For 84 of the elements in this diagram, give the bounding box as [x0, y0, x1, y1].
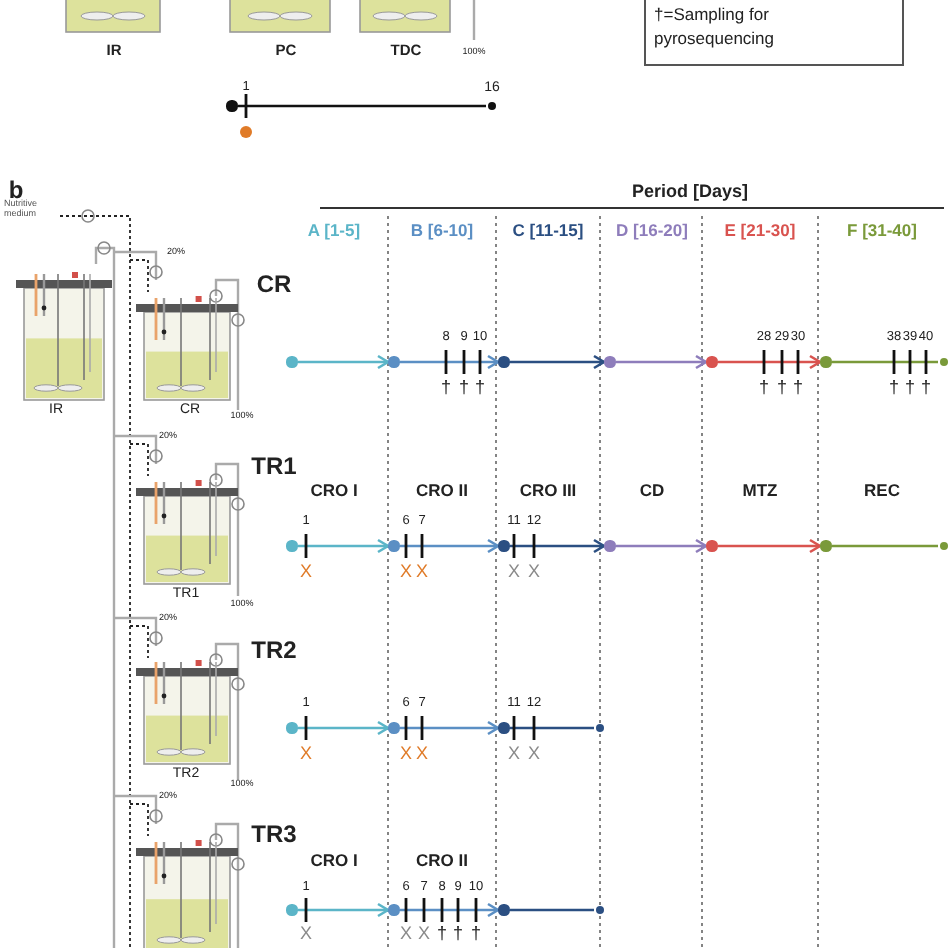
- timeline-dot: [940, 358, 948, 366]
- sampling-mark: X: [418, 925, 430, 943]
- timeline-dot: [498, 356, 510, 368]
- sampling-mark: †: [759, 379, 769, 397]
- timeline-dot: [286, 722, 298, 734]
- phase-label: CRO III: [519, 481, 577, 499]
- timeline-dot: [286, 540, 298, 552]
- timeline-dot: [498, 540, 510, 552]
- timeline-dot: [604, 540, 616, 552]
- period-heading: A [1-5]: [307, 221, 361, 239]
- timeline-arrow: [510, 354, 606, 370]
- sampling-mark: †: [793, 379, 803, 397]
- timeline-arrow: [298, 538, 390, 554]
- phase-label: CRO I: [310, 481, 358, 499]
- reactor-label: TR2: [251, 638, 297, 662]
- phase-label: CD: [639, 481, 665, 499]
- phase-label: CRO I: [310, 851, 358, 869]
- sampling-mark: X: [528, 745, 540, 763]
- timeline-dot: [596, 906, 604, 914]
- timeline-arrow: [400, 354, 500, 370]
- sampling-mark: X: [400, 745, 412, 763]
- phase-label: REC: [864, 481, 900, 499]
- period-heading: F [31-40]: [847, 221, 917, 239]
- sampling-mark: †: [453, 925, 463, 943]
- sampling-mark: †: [889, 379, 899, 397]
- timeline-dot: [596, 724, 604, 732]
- period-heading: E [21-30]: [724, 221, 796, 239]
- phase-label: CRO II: [416, 481, 468, 499]
- timeline-dot: [498, 722, 510, 734]
- timeline-arrow: [298, 902, 390, 918]
- timeline-dot: [388, 356, 400, 368]
- timeline-dot: [706, 540, 718, 552]
- timeline-dot: [226, 100, 238, 112]
- timeline-arrow: [400, 538, 500, 554]
- timeline-dot: [940, 542, 948, 550]
- timeline-dot: [820, 356, 832, 368]
- sampling-mark: X: [416, 745, 428, 763]
- period-heading: B [6-10]: [410, 221, 474, 239]
- timeline-arrow: [718, 538, 822, 554]
- timeline-dot: [488, 102, 496, 110]
- timeline-dot: [706, 356, 718, 368]
- reactor-label: TR3: [251, 822, 297, 846]
- timeline-dot: [286, 356, 298, 368]
- sampling-mark: †: [475, 379, 485, 397]
- legend-note: †=Sampling for pyrosequencing: [644, 0, 904, 66]
- timeline-dot: [820, 540, 832, 552]
- sampling-mark: †: [905, 379, 915, 397]
- sampling-mark: †: [921, 379, 931, 397]
- timeline-dot: [604, 356, 616, 368]
- phase-label: MTZ: [742, 481, 778, 499]
- sampling-mark: X: [528, 563, 540, 581]
- timeline-dot: [286, 904, 298, 916]
- sampling-mark: X: [300, 925, 312, 943]
- timeline-arrow: [510, 538, 606, 554]
- sampling-mark: X: [300, 563, 312, 581]
- sampling-mark: †: [437, 925, 447, 943]
- timeline-dot: [388, 540, 400, 552]
- period-heading: C [11-15]: [512, 221, 584, 239]
- axis-title: Period [Days]: [631, 183, 749, 201]
- sampling-mark: X: [400, 563, 412, 581]
- sampling-mark: X: [300, 745, 312, 763]
- sampling-mark: †: [441, 379, 451, 397]
- timeline-arrow: [400, 902, 500, 918]
- timeline-arrow: [616, 354, 708, 370]
- reactor-label: TR1: [251, 454, 297, 478]
- sampling-mark: †: [471, 925, 481, 943]
- sampling-mark: †: [459, 379, 469, 397]
- timeline-arrow: [616, 538, 708, 554]
- timeline-arrow: [400, 720, 500, 736]
- sampling-mark: X: [508, 563, 520, 581]
- timeline-dot: [498, 904, 510, 916]
- sampling-mark: X: [416, 563, 428, 581]
- reactor-label: CR: [256, 272, 292, 296]
- timeline-arrow: [298, 354, 390, 370]
- timeline-dot: [388, 722, 400, 734]
- period-heading: D [16-20]: [616, 221, 688, 239]
- timeline-arrow: [298, 720, 390, 736]
- sampling-mark: X: [508, 745, 520, 763]
- timeline-arrow: [718, 354, 822, 370]
- panel-letter: b: [8, 178, 24, 202]
- sampling-mark: X: [400, 925, 412, 943]
- phase-label: CRO II: [416, 851, 468, 869]
- sampling-mark: †: [777, 379, 787, 397]
- timeline-dot: [388, 904, 400, 916]
